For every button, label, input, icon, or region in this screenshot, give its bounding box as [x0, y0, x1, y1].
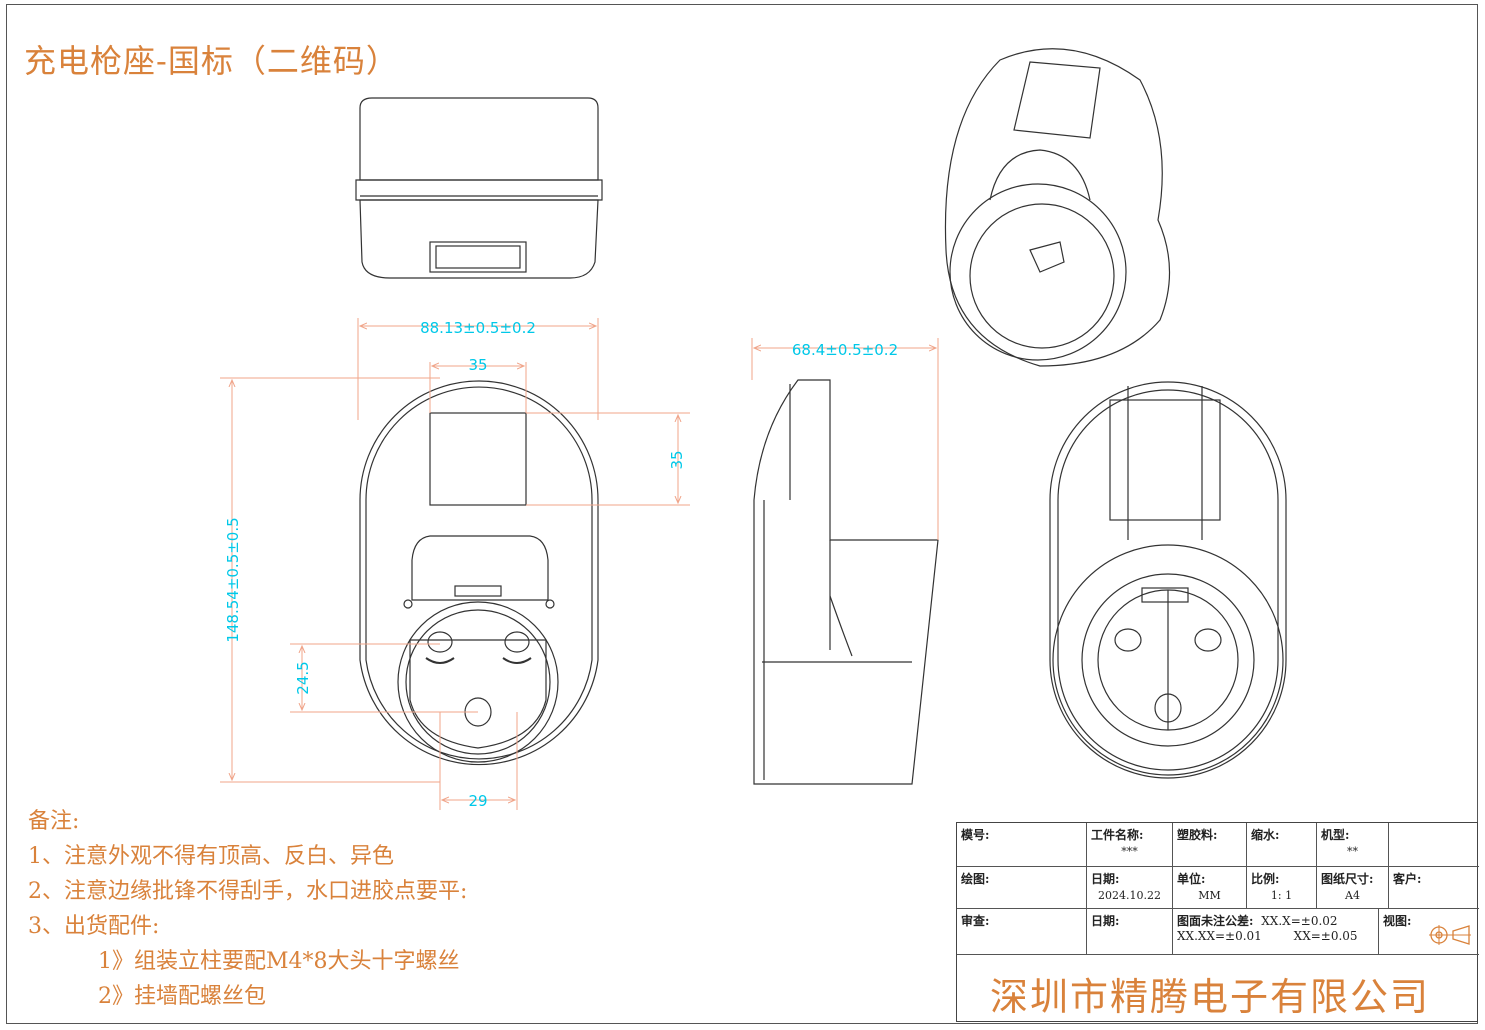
dim-qr-width: 35	[468, 356, 487, 374]
iso-view	[944, 48, 1171, 367]
tb-machine: 机型:**	[1317, 823, 1389, 867]
tb-model: 模号:	[957, 823, 1087, 867]
dim-depth: 68.4±0.5±0.2	[792, 341, 898, 359]
tb-view: 视图:	[1379, 909, 1479, 955]
note-3: 3、出货配件:	[28, 914, 160, 939]
title-block: 模号: 工件名称:*** 塑胶料: 缩水: 机型:** 绘图: 日期:2024.…	[956, 822, 1479, 1022]
dim-pin-spacing-h: 29	[468, 792, 487, 810]
notes: 备注: 1、注意外观不得有顶高、反白、异色 2、注意边缘批锋不得刮手，水口进胶点…	[28, 804, 467, 1014]
tb-date2: 日期:	[1087, 909, 1173, 955]
company-name: 深圳市精腾电子有限公司	[990, 975, 1431, 1019]
tb-part-name: 工件名称:***	[1087, 823, 1173, 867]
dim-height: 148.54±0.5±0.5	[224, 517, 242, 642]
tb-tolerance: 图面未注公差: XX.X=±0.02 XX.XX=±0.01 XX=±0.05	[1173, 909, 1379, 955]
side-view	[753, 379, 939, 785]
tb-paper: 图纸尺寸:A4	[1317, 867, 1389, 909]
tb-review: 审查:	[957, 909, 1087, 955]
tb-shrink: 缩水:	[1247, 823, 1317, 867]
note-1: 1、注意外观不得有顶高、反白、异色	[28, 844, 394, 869]
tb-scale: 比例:1: 1	[1247, 867, 1317, 909]
dimension-lines	[220, 318, 939, 810]
tb-drawn: 绘图:	[957, 867, 1087, 909]
tb-blank	[1389, 823, 1479, 867]
top-view	[355, 97, 603, 279]
tb-date: 日期:2024.10.22	[1087, 867, 1173, 909]
projection-symbol-icon	[1429, 925, 1471, 945]
dimension-labels: 88.13±0.5±0.2 35 35 148.54±0.5±0.5 24.5 …	[224, 319, 898, 810]
dim-qr-height: 35	[668, 450, 686, 469]
dim-pin-spacing-v: 24.5	[294, 661, 312, 694]
drawing-frame	[6, 4, 1478, 1024]
tb-plastic: 塑胶料:	[1173, 823, 1247, 867]
tb-customer: 客户:	[1389, 867, 1479, 909]
dim-width: 88.13±0.5±0.2	[420, 319, 536, 337]
rear-view	[1049, 381, 1287, 779]
note-2: 2、注意边缘批锋不得刮手，水口进胶点要平:	[28, 879, 468, 904]
note-3-sub-1: 1》组装立柱要配M4*8大头十字螺丝	[98, 949, 460, 974]
note-3-sub-2: 2》挂墙配螺丝包	[98, 984, 266, 1009]
tb-unit: 单位:MM	[1173, 867, 1247, 909]
front-view	[359, 380, 599, 766]
notes-heading: 备注:	[28, 809, 80, 834]
drawing-title: 充电枪座-国标（二维码）	[24, 42, 399, 80]
